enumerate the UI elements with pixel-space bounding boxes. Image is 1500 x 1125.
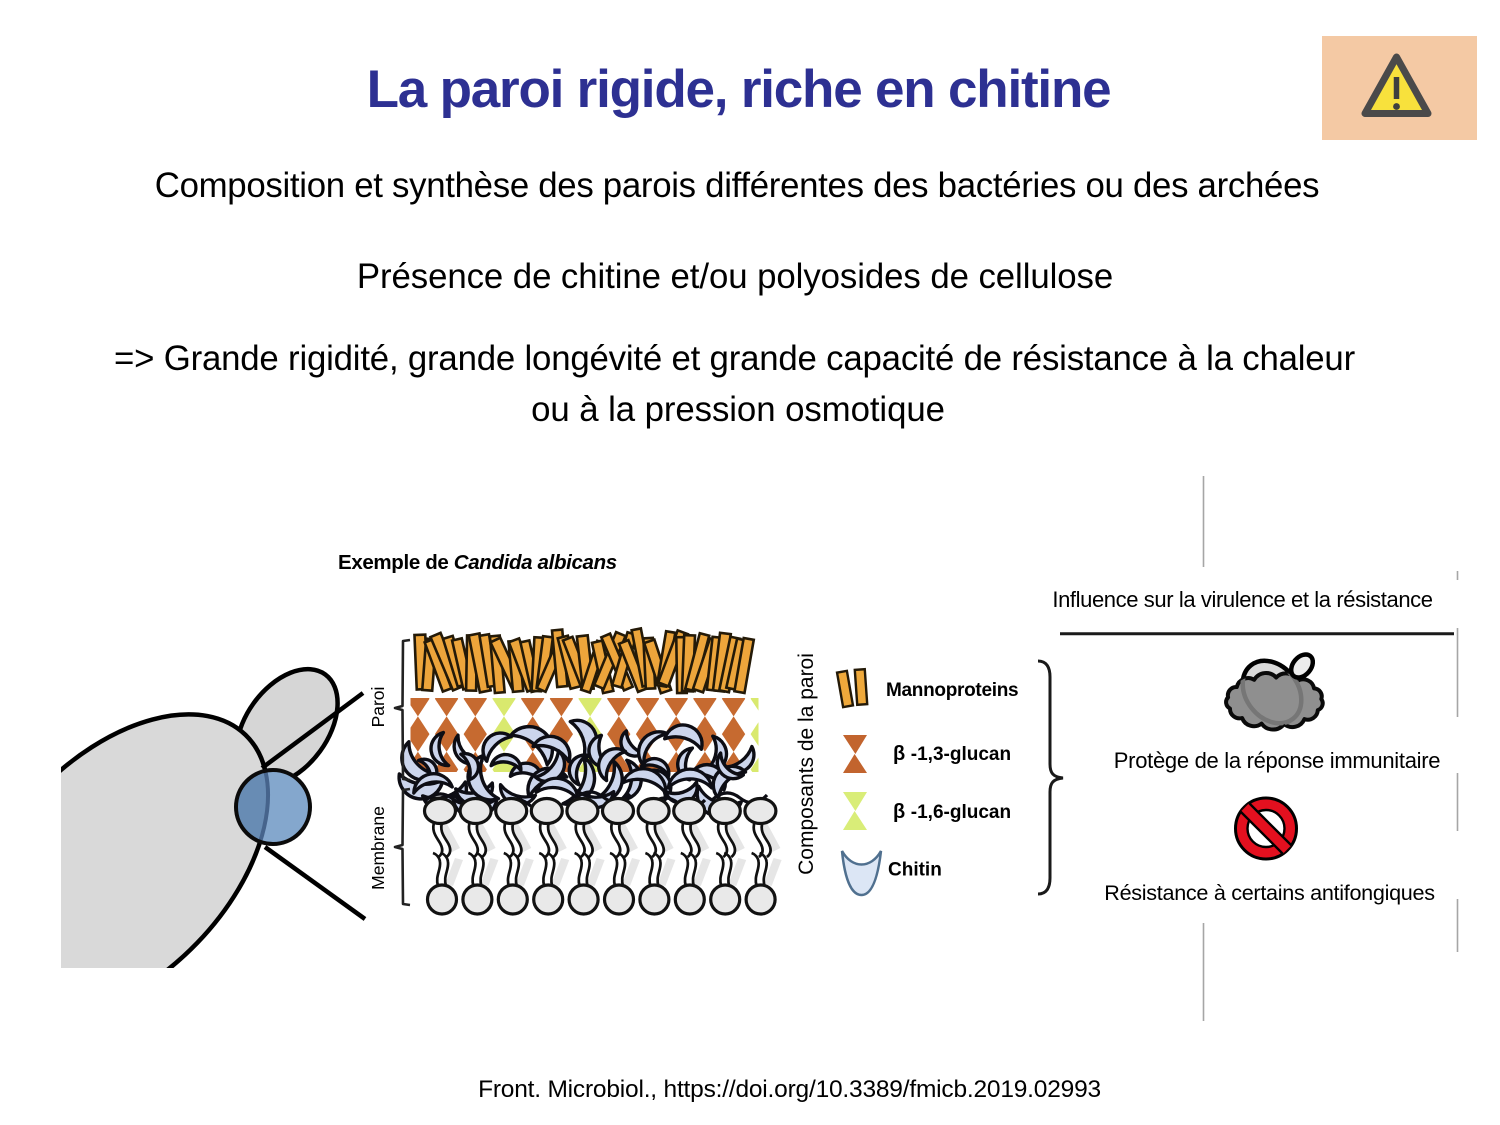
svg-text:Paroi: Paroi: [368, 687, 388, 728]
svg-text:β -1,6-glucan: β -1,6-glucan: [893, 801, 1011, 823]
svg-text:Mannoproteins: Mannoproteins: [886, 680, 1018, 701]
svg-text:Membrane: Membrane: [368, 806, 388, 890]
svg-text:Composants de la paroi: Composants de la paroi: [795, 653, 818, 875]
svg-text:β -1,3-glucan: β -1,3-glucan: [893, 743, 1011, 765]
svg-text:Chitin: Chitin: [888, 860, 942, 881]
